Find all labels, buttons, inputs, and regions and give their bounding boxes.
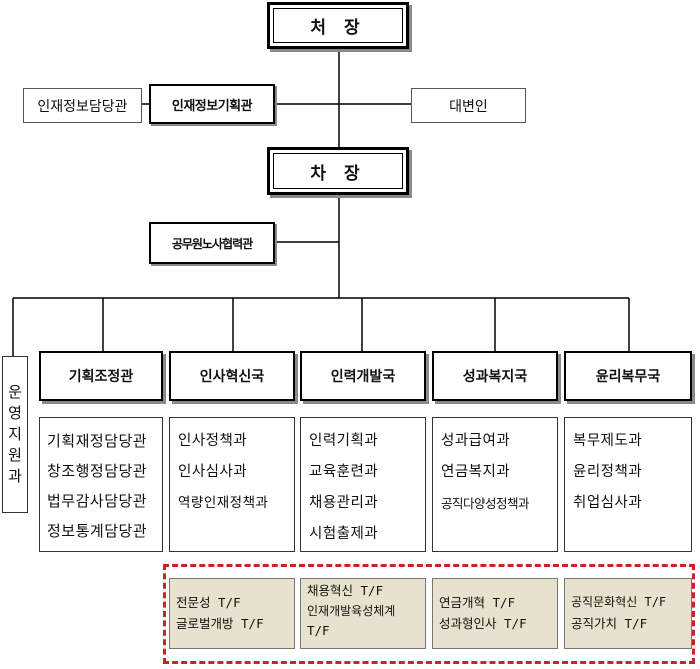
task-force-item: 공직가치 T/F bbox=[571, 616, 648, 631]
task-force-box: 연금개혁 T/F 성과형인사 T/F bbox=[432, 578, 558, 649]
unit-list: 복무제도과 윤리정책과 취업심사과 bbox=[564, 417, 692, 552]
staff-right-label: 대변인 bbox=[449, 98, 488, 115]
head-box: 처 장 bbox=[267, 2, 409, 49]
task-force-box: 공직문화혁신 T/F 공직가치 T/F bbox=[564, 578, 692, 649]
support-division-box: 운 영 지 원 과 bbox=[2, 356, 28, 513]
task-force-area bbox=[163, 564, 695, 664]
vice-staff-box: 공무원노사협력관 bbox=[149, 222, 275, 264]
task-force-item: 전문성 T/F bbox=[176, 595, 241, 610]
unit-item: 정보통계담당관 bbox=[47, 522, 148, 540]
vice-staff-label: 공무원노사협력관 bbox=[171, 236, 253, 251]
department-name: 인력개발국 bbox=[330, 369, 396, 385]
vice-title: 차 장 bbox=[310, 163, 366, 184]
staff-left-label: 인재정보담당관 bbox=[37, 98, 128, 115]
task-force-item: 인재개발육성체계 bbox=[307, 604, 396, 618]
department-box: 성과복지국 bbox=[432, 351, 558, 401]
head-title: 처 장 bbox=[310, 18, 366, 38]
task-force-box: 전문성 T/F 글로벌개방 T/F bbox=[169, 578, 295, 649]
unit-item: 취업심사과 bbox=[573, 495, 643, 511]
department-name: 기획조정관 bbox=[68, 369, 134, 385]
unit-list: 성과급여과 연금복지과 공직다양성정책과 bbox=[432, 417, 558, 552]
unit-item: 역량인재정책과 bbox=[178, 495, 269, 511]
staff-director-label: 인재정보기획관 bbox=[171, 98, 253, 114]
unit-list: 인사정책과 인사심사과 역량인재정책과 bbox=[169, 417, 295, 552]
unit-item: 채용관리과 bbox=[309, 495, 379, 511]
unit-item: 공직다양성정책과 bbox=[441, 496, 530, 511]
unit-item: 인력기획과 bbox=[309, 433, 379, 449]
unit-item: 성과급여과 bbox=[441, 433, 511, 449]
unit-item: 법무감사담당관 bbox=[47, 492, 148, 510]
task-force-item: 채용혁신 T/F bbox=[307, 583, 384, 598]
task-force-item: T/F bbox=[307, 623, 330, 638]
department-box: 기획조정관 bbox=[39, 351, 163, 401]
unit-item: 인사심사과 bbox=[178, 464, 248, 480]
department-box: 인력개발국 bbox=[300, 351, 426, 401]
unit-item: 창조행정담당관 bbox=[47, 462, 148, 480]
task-force-item: 공직문화혁신 T/F bbox=[571, 595, 667, 609]
department-name: 인사혁신국 bbox=[199, 369, 265, 385]
task-force-box: 채용혁신 T/F 인재개발육성체계 T/F bbox=[300, 578, 426, 649]
task-force-item: 성과형인사 T/F bbox=[439, 616, 527, 631]
department-name: 성과복지국 bbox=[462, 369, 528, 385]
support-char: 과 bbox=[8, 467, 22, 485]
unit-item: 교육훈련과 bbox=[309, 464, 379, 480]
support-char: 운 bbox=[8, 383, 22, 401]
staff-box-left: 인재정보담당관 bbox=[23, 88, 142, 123]
support-char: 지 bbox=[8, 425, 22, 443]
unit-item: 인사정책과 bbox=[178, 433, 248, 449]
unit-item: 연금복지과 bbox=[441, 464, 511, 480]
unit-item: 복무제도과 bbox=[573, 433, 643, 449]
unit-item: 시험출제과 bbox=[309, 526, 379, 542]
staff-box-right: 대변인 bbox=[411, 88, 526, 123]
department-name: 윤리복무국 bbox=[595, 369, 661, 385]
task-force-item: 연금개혁 T/F bbox=[439, 595, 516, 610]
support-char: 영 bbox=[8, 404, 22, 422]
staff-box-director: 인재정보기획관 bbox=[149, 84, 275, 124]
unit-item: 윤리정책과 bbox=[573, 464, 643, 480]
task-force-item: 글로벌개방 T/F bbox=[176, 616, 264, 631]
unit-item: 기획재정담당관 bbox=[47, 432, 148, 450]
department-box: 인사혁신국 bbox=[169, 351, 295, 401]
support-char: 원 bbox=[8, 446, 22, 464]
unit-list: 인력기획과 교육훈련과 채용관리과 시험출제과 bbox=[300, 417, 426, 552]
unit-list: 기획재정담당관 창조행정담당관 법무감사담당관 정보통계담당관 bbox=[39, 417, 163, 552]
department-box: 윤리복무국 bbox=[564, 351, 692, 401]
vice-box: 차 장 bbox=[267, 147, 409, 195]
